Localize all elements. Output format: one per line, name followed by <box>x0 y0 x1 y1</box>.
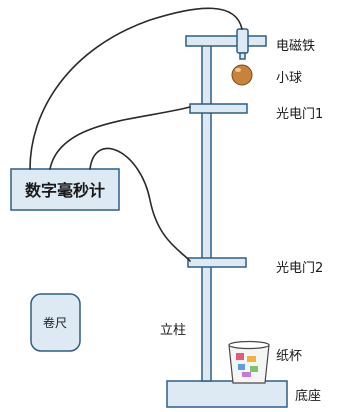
ball <box>231 64 253 86</box>
label-cup: 纸杯 <box>276 349 302 364</box>
top-arm <box>185 35 267 47</box>
base-block <box>166 380 288 408</box>
label-tape: 卷尺 <box>43 315 67 330</box>
timer-box <box>10 168 120 211</box>
ball-highlight <box>235 68 241 72</box>
pillar <box>201 42 212 382</box>
label-gate2: 光电门2 <box>276 261 323 276</box>
label-base: 底座 <box>295 388 321 404</box>
wire-to-electromagnet <box>29 7 243 170</box>
electromagnet <box>236 28 249 54</box>
wire-to-gate2 <box>89 147 191 262</box>
paper-cup <box>228 340 270 384</box>
electromagnet-tip <box>239 52 246 60</box>
tape-box <box>30 293 81 352</box>
label-ball: 小球 <box>276 71 302 86</box>
photogate-2 <box>187 257 247 268</box>
label-electromagnet: 电磁铁 <box>276 39 315 54</box>
photogate-1 <box>189 103 248 114</box>
label-gate1: 光电门1 <box>276 107 323 122</box>
label-timer: 数字毫秒计 <box>25 181 105 200</box>
wire-to-gate1 <box>49 106 191 170</box>
label-pillar: 立柱 <box>160 323 186 338</box>
